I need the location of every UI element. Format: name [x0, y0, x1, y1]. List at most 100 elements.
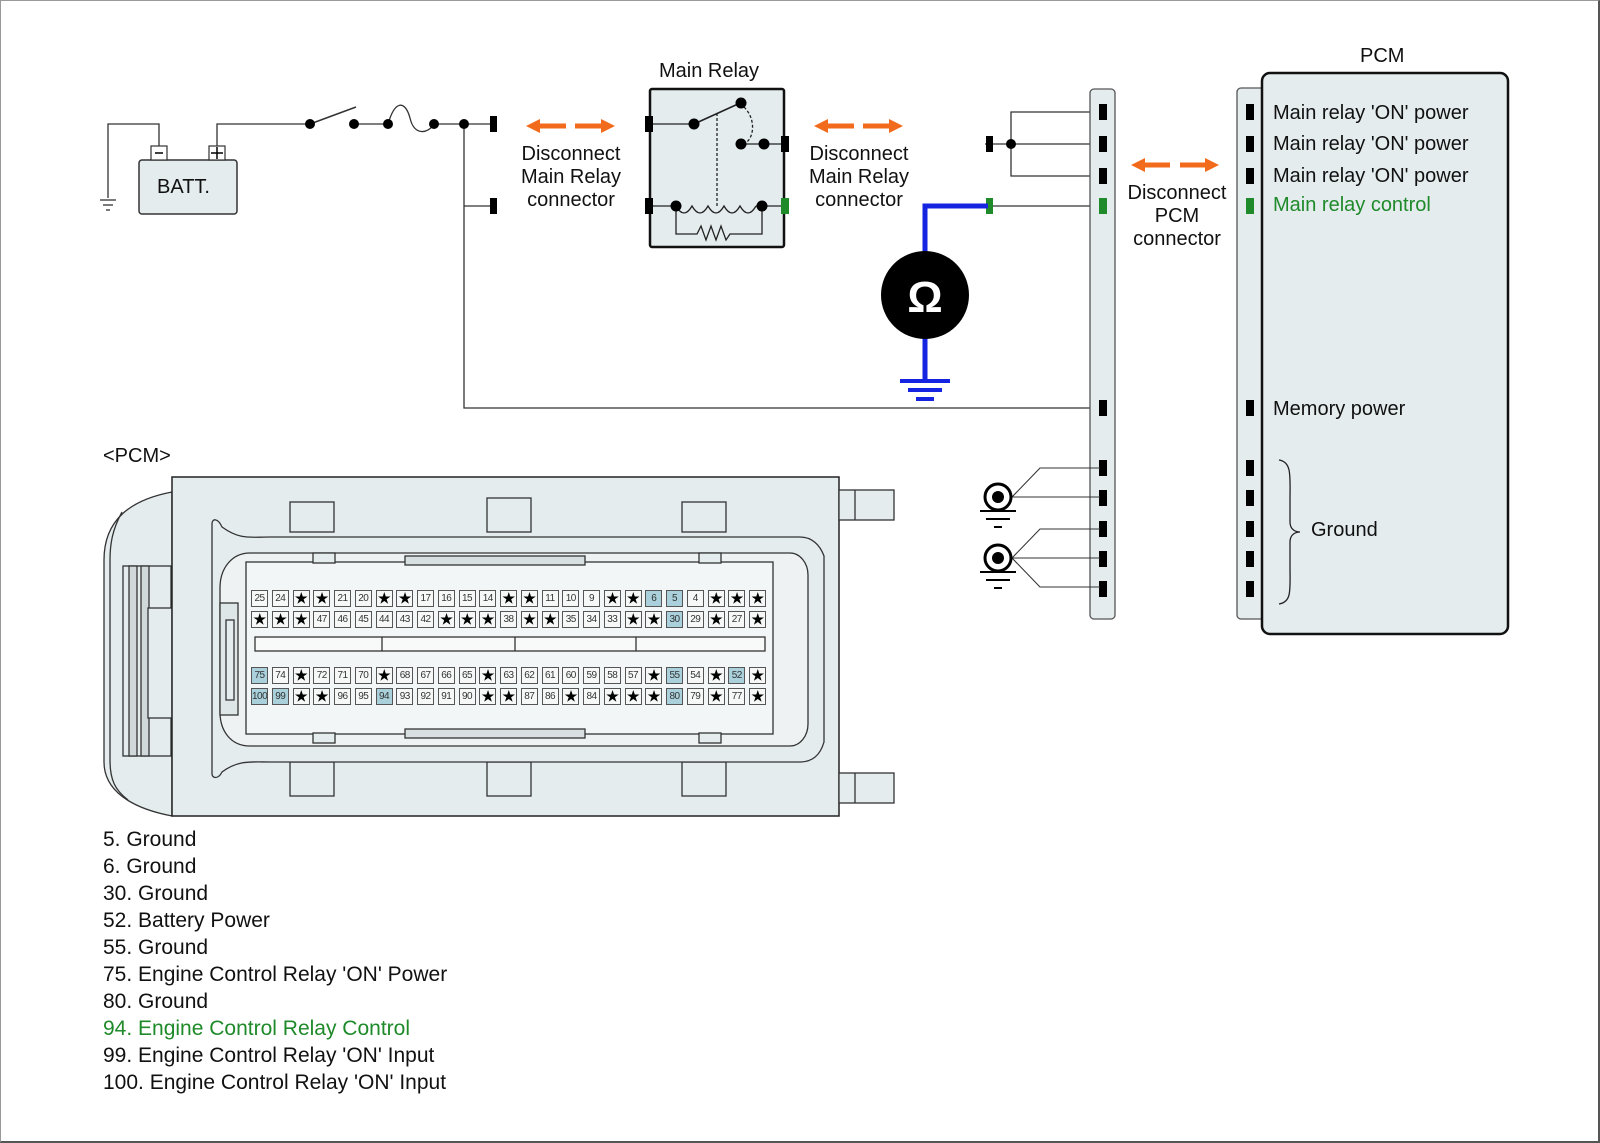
legend-item-highlighted: 94. Engine Control Relay Control — [103, 1017, 411, 1040]
label-line: Disconnect — [521, 143, 621, 165]
connector-terminal — [490, 198, 497, 214]
unused-pin: ★ — [479, 688, 497, 705]
pcm-harness-connector — [1089, 88, 1116, 620]
unused-pin: ★ — [479, 611, 497, 628]
pin-75: 75 — [251, 667, 268, 684]
unused-pin: ★ — [707, 667, 725, 684]
label-line: Disconnect — [1127, 182, 1227, 204]
fuse — [383, 119, 469, 129]
unused-pin: ★ — [396, 590, 414, 607]
label-line: PCM — [1154, 205, 1200, 227]
pin-80: 80 — [666, 688, 683, 705]
ignition-switch — [305, 119, 359, 129]
pin-67: 67 — [417, 667, 434, 684]
pin-52: 52 — [728, 667, 746, 684]
pin-77: 77 — [728, 688, 746, 705]
pin-86: 86 — [541, 688, 559, 705]
pin-87: 87 — [520, 688, 538, 705]
legend-item: 75. Engine Control Relay 'ON' Power — [103, 963, 448, 986]
pin-15: 15 — [458, 590, 476, 607]
unused-pin: ★ — [645, 688, 663, 705]
unused-pin: ★ — [562, 688, 580, 705]
unused-pin: ★ — [707, 688, 725, 705]
probe-terminal — [986, 198, 993, 214]
label-line: Disconnect — [809, 143, 909, 165]
pin-60: 60 — [562, 667, 580, 684]
label-line: connector — [815, 189, 903, 211]
label-line: connector — [1133, 228, 1221, 250]
pin-84: 84 — [583, 688, 600, 705]
pin-14: 14 — [479, 590, 497, 607]
legend-item: 5. Ground — [103, 828, 197, 851]
unused-pin: ★ — [375, 590, 393, 607]
pin-54: 54 — [686, 667, 704, 684]
battery-label: BATT. — [157, 176, 210, 198]
pin-42: 42 — [417, 611, 434, 628]
pin-20: 20 — [354, 590, 372, 607]
pin-24: 24 — [271, 590, 289, 607]
pin-38: 38 — [500, 611, 517, 628]
legend-item: 99. Engine Control Relay 'ON' Input — [103, 1044, 435, 1067]
pin-58: 58 — [603, 667, 621, 684]
ohmmeter-probe — [881, 203, 988, 401]
pin-61: 61 — [541, 667, 559, 684]
ohm-symbol: Ω — [907, 273, 943, 322]
pin-93: 93 — [396, 688, 414, 705]
chassis-ground-icon — [980, 543, 1016, 589]
pin-70: 70 — [354, 667, 372, 684]
pin-92: 92 — [417, 688, 434, 705]
chassis-ground-icon — [980, 482, 1016, 528]
main-relay — [645, 87, 789, 249]
pcm-pin-label: Main relay 'ON' power — [1273, 102, 1469, 124]
unused-pin: ★ — [292, 667, 310, 684]
pcm-pin-label: Memory power — [1273, 398, 1406, 420]
pin-legend: 5. Ground 6. Ground 30. Ground 52. Batte… — [103, 826, 447, 1096]
disconnect-arrow-icon — [814, 119, 903, 133]
pin-57: 57 — [624, 667, 642, 684]
unused-pin: ★ — [313, 590, 331, 607]
pin-11: 11 — [541, 590, 559, 607]
splice-point — [1006, 139, 1016, 149]
pin-47: 47 — [313, 611, 331, 628]
disconnect-arrow-icon — [526, 119, 615, 133]
legend-item: 6. Ground — [103, 855, 197, 878]
pcm-ground-label: Ground — [1311, 519, 1378, 541]
unused-pin: ★ — [645, 611, 663, 628]
pin-35: 35 — [562, 611, 580, 628]
disconnect-pcm-label: Disconnect PCM connector — [1112, 182, 1242, 251]
unused-pin: ★ — [251, 611, 268, 628]
label-line: connector — [527, 189, 615, 211]
pin-71: 71 — [334, 667, 351, 684]
legend-item: 55. Ground — [103, 936, 209, 959]
unused-pin: ★ — [500, 688, 517, 705]
pin-6: 6 — [645, 590, 663, 607]
unused-pin: ★ — [479, 667, 497, 684]
connector-terminal — [986, 136, 993, 152]
pin-30: 30 — [666, 611, 683, 628]
unused-pin: ★ — [500, 590, 517, 607]
pcm-pin-label: Main relay 'ON' power — [1273, 133, 1469, 155]
legend-item: 30. Ground — [103, 882, 209, 905]
connector-view-title: <PCM> — [103, 445, 171, 467]
unused-pin: ★ — [292, 688, 310, 705]
pin-96: 96 — [334, 688, 351, 705]
pin-5: 5 — [666, 590, 683, 607]
pin-74: 74 — [271, 667, 289, 684]
unused-pin: ★ — [749, 667, 766, 684]
unused-pin: ★ — [271, 611, 289, 628]
pin-66: 66 — [437, 667, 455, 684]
ohmmeter-icon — [881, 251, 969, 339]
label-line: Main Relay — [808, 166, 910, 188]
pin-94: 94 — [375, 688, 393, 705]
pin-72: 72 — [313, 667, 331, 684]
pin-10: 10 — [562, 590, 580, 607]
unused-pin: ★ — [292, 590, 310, 607]
pin-16: 16 — [437, 590, 455, 607]
pin-45: 45 — [354, 611, 372, 628]
legend-item: 52. Battery Power — [103, 909, 270, 932]
label-line: Main Relay — [520, 166, 622, 188]
unused-pin: ★ — [728, 590, 746, 607]
unused-pin: ★ — [603, 688, 621, 705]
